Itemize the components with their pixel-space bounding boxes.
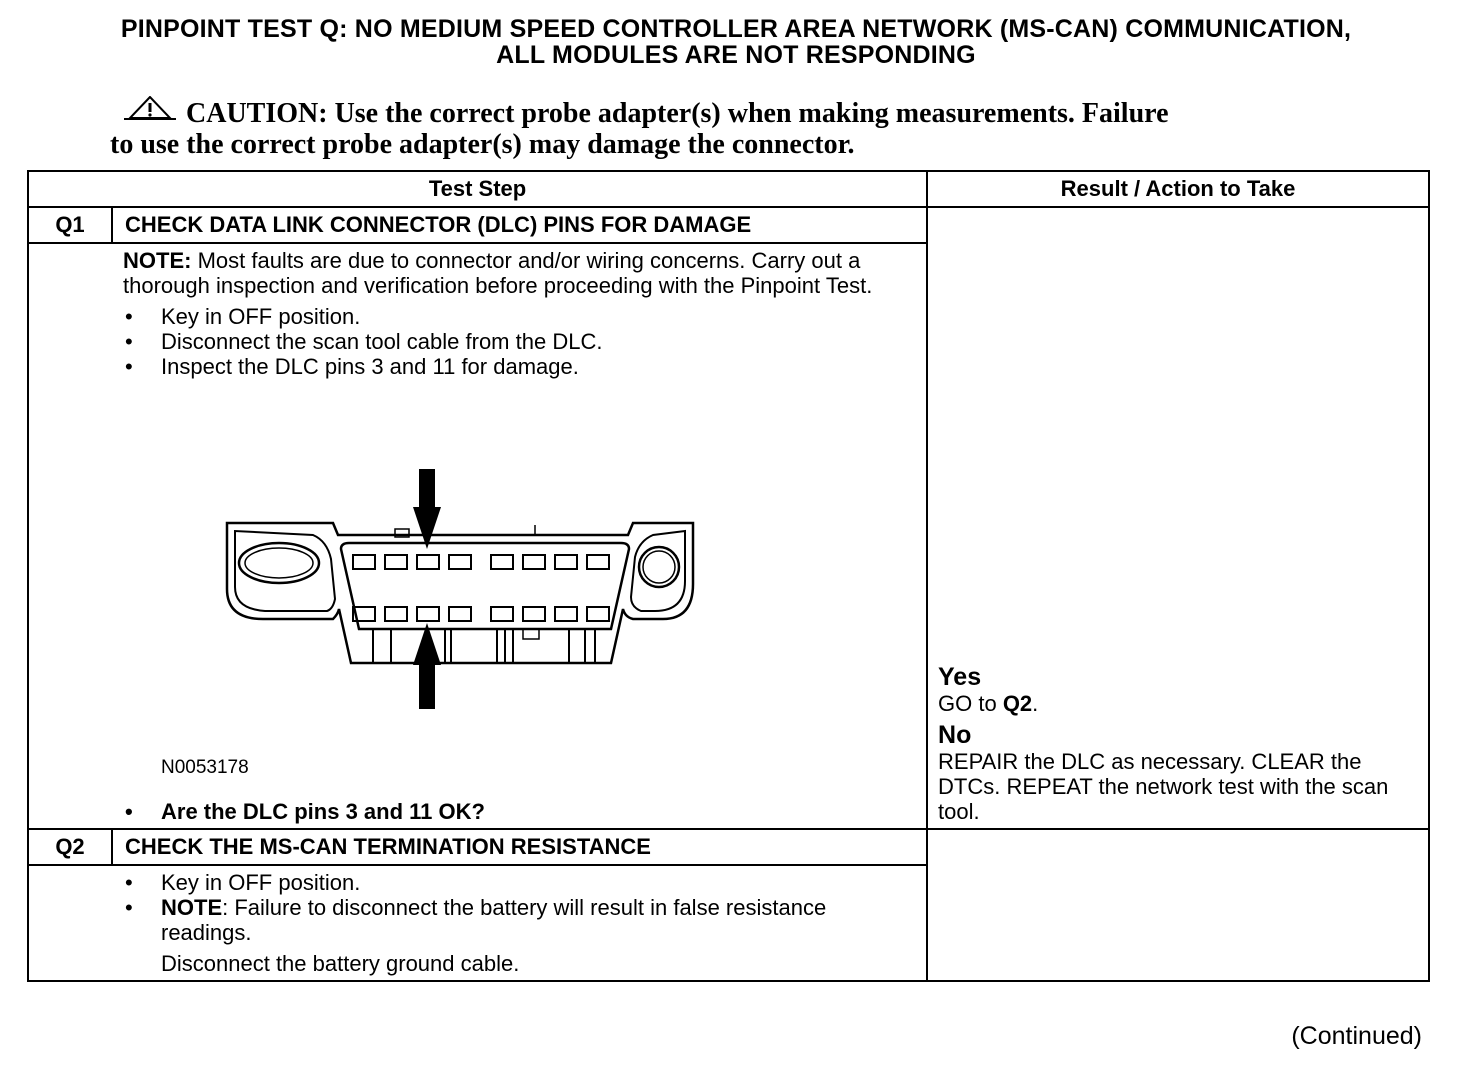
q1-body: NOTE: Most faults are due to connector a… — [26, 242, 929, 830]
list-item: Key in OFF position. — [123, 870, 906, 895]
arrow-down-icon — [413, 469, 441, 549]
q1-note: NOTE: Most faults are due to connector a… — [123, 248, 906, 298]
figure-id: N0053178 — [161, 757, 249, 778]
caution-text-2: to use the correct probe adapter(s) may … — [110, 129, 855, 160]
q2-step-id: Q2 — [27, 828, 113, 866]
q1-note-text: Most faults are due to connector and/or … — [123, 248, 873, 298]
caution-line-1: CAUTION: Use the correct probe adapter(s… — [110, 96, 1350, 129]
list-item: Disconnect the scan tool cable from the … — [123, 329, 906, 354]
q1-bullet-list: Key in OFF position. Disconnect the scan… — [123, 304, 906, 379]
q1-question-list: Are the DLC pins 3 and 11 OK? — [123, 799, 906, 824]
list-item: Key in OFF position. — [123, 304, 906, 329]
arrow-up-icon — [413, 623, 441, 709]
q2-note-label: NOTE — [161, 895, 223, 920]
title-line-1: PINPOINT TEST Q: NO MEDIUM SPEED CONTROL… — [120, 15, 1352, 43]
q1-yes-text: GO to — [938, 691, 1003, 716]
list-item: NOTE: Failure to disconnect the battery … — [123, 895, 906, 945]
q1-result-cell: Yes GO to Q2. No REPAIR the DLC as neces… — [926, 206, 1431, 830]
q1-no-action: REPAIR the DLC as necessary. CLEAR the D… — [938, 749, 1389, 824]
title-line-2: ALL MODULES ARE NOT RESPONDING — [496, 41, 976, 69]
page-title: PINPOINT TEST Q: NO MEDIUM SPEED CONTROL… — [0, 16, 1472, 68]
q1-yes-action: GO to Q2. — [938, 691, 1418, 716]
q1-step-title: CHECK DATA LINK CONNECTOR (DLC) PINS FOR… — [110, 206, 929, 244]
q1-no-label: No — [938, 721, 972, 749]
q1-yes-ref: Q2 — [1002, 691, 1033, 716]
q1-question: Are the DLC pins 3 and 11 OK? — [123, 799, 906, 824]
q2-result-cell — [926, 828, 1431, 982]
q1-title-row: Q1 CHECK DATA LINK CONNECTOR (DLC) PINS … — [27, 206, 1431, 830]
q1-note-label: NOTE: — [123, 248, 192, 273]
header-test-step: Test Step — [26, 170, 929, 208]
warning-triangle-icon — [124, 96, 176, 120]
caution-block: CAUTION: Use the correct probe adapter(s… — [110, 96, 1350, 160]
table-header-row: Test Step Result / Action to Take — [26, 170, 1431, 208]
q1-yes-post: . — [1032, 691, 1039, 716]
caution-text-1: Use the correct probe adapter(s) when ma… — [327, 98, 1169, 129]
q2-title-row: Q2 CHECK THE MS-CAN TERMINATION RESISTAN… — [27, 828, 1431, 982]
dlc-connector-illustration — [225, 469, 695, 709]
q2-body-row: Key in OFF position. NOTE: Failure to di… — [26, 864, 1429, 982]
q1-step-id: Q1 — [27, 206, 113, 244]
list-item: Inspect the DLC pins 3 and 11 for damage… — [123, 354, 906, 379]
q2-body: Key in OFF position. NOTE: Failure to di… — [26, 864, 929, 982]
q2-bullet-list: Key in OFF position. NOTE: Failure to di… — [123, 870, 906, 945]
caution-label: CAUTION: — [186, 98, 328, 129]
q1-body-row: NOTE: Most faults are due to connector a… — [26, 242, 1429, 830]
q1-yes-label: Yes — [938, 663, 982, 691]
q2-step-title: CHECK THE MS-CAN TERMINATION RESISTANCE — [110, 828, 929, 866]
q2-note-text: : Failure to disconnect the battery will… — [161, 895, 827, 945]
continued-label: (Continued) — [1291, 1022, 1422, 1050]
header-result-action: Result / Action to Take — [926, 170, 1431, 208]
q2-sub-step: Disconnect the battery ground cable. — [161, 951, 520, 976]
dlc-connector-figure: N0053178 — [123, 379, 906, 799]
pinpoint-test-table: Test Step Result / Action to Take Q1 CHE… — [26, 170, 1431, 982]
